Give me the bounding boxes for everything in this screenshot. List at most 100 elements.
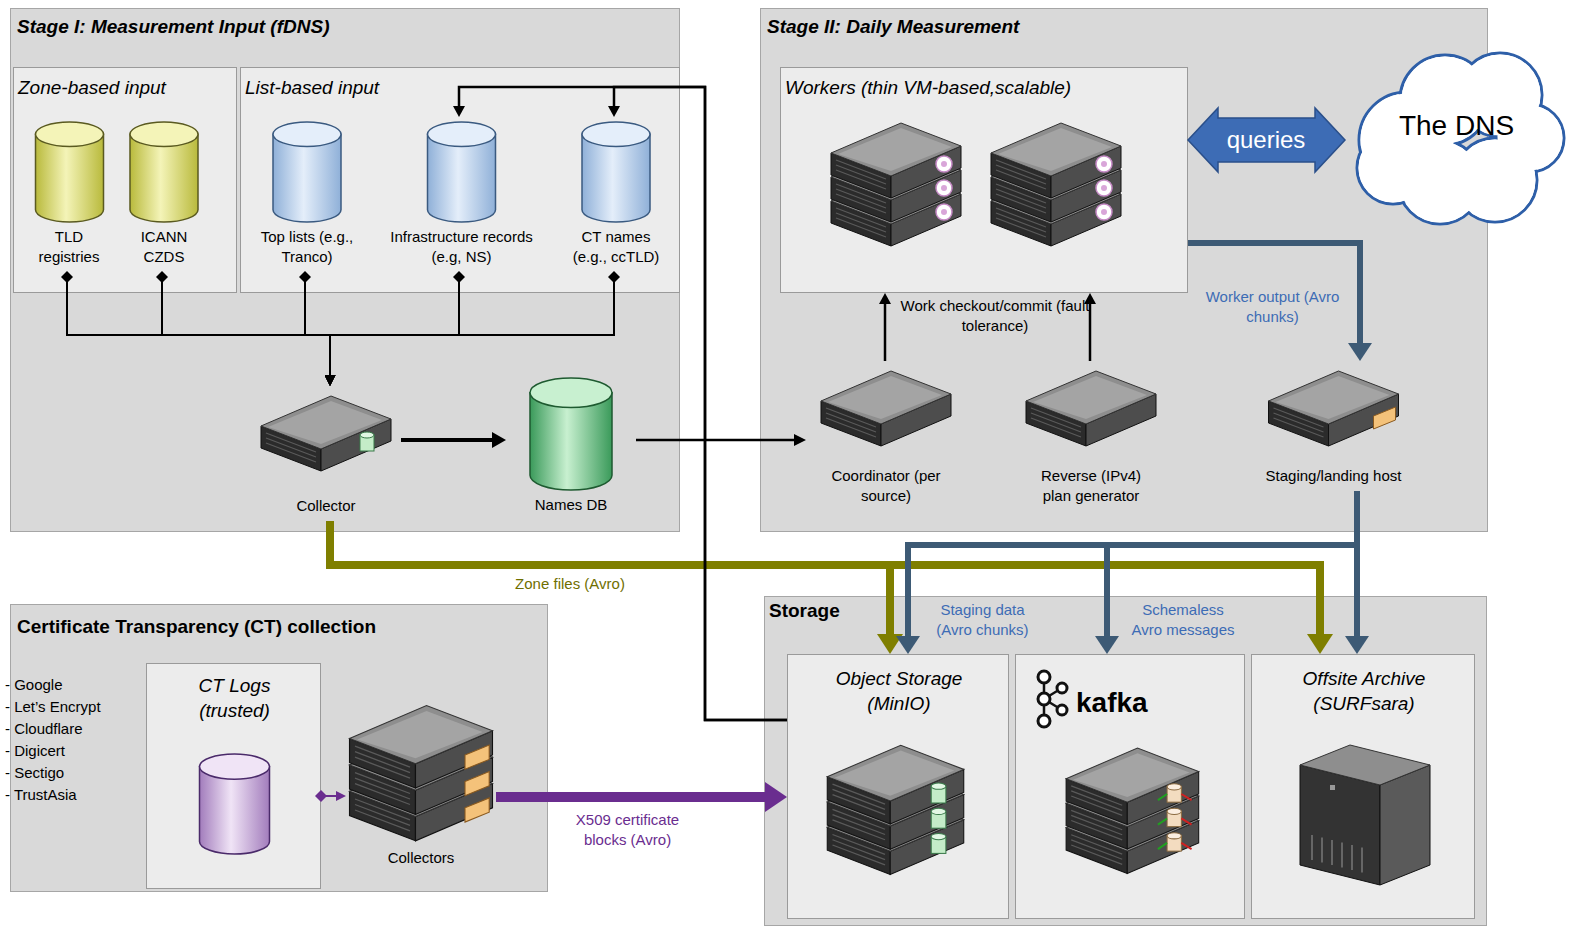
edge-label: Staging data (Avro chunks) xyxy=(925,600,1040,639)
node-text-wrap: The DNS xyxy=(1345,108,1568,144)
group-box: Object Storage (MinIO) xyxy=(787,654,1009,919)
server-node: Reverse (IPv4) plan generator xyxy=(1016,361,1166,516)
edge-label: X509 certificate blocks (Avro) xyxy=(565,810,690,849)
ct-log-name: - Sectigo xyxy=(5,763,125,783)
edge-label-wrap: queries xyxy=(1217,124,1315,155)
node-text: TLD registries xyxy=(34,227,104,266)
node-text: Certificate Transparency (CT) collection xyxy=(17,615,537,640)
node-text-wrap: Offsite Archive (SURFsara) xyxy=(1272,667,1456,716)
connector xyxy=(1188,243,1360,343)
illustration xyxy=(147,664,322,890)
node-text: The DNS xyxy=(1345,108,1568,144)
node-text-wrap: kafka xyxy=(1076,685,1226,721)
node-text: Staging/landing host xyxy=(1241,466,1426,486)
cloud-node: The DNS xyxy=(1345,40,1568,230)
node-text-wrap: List-based input xyxy=(245,76,445,101)
edge-label-wrap: Schemaless Avro messages xyxy=(1128,600,1238,639)
connector xyxy=(330,277,459,375)
stage-panel: Stage II: Daily MeasurementWorkers (thin… xyxy=(760,8,1488,532)
edge-label-wrap: X509 certificate blocks (Avro) xyxy=(565,810,690,849)
ct-log-name-wrap: - Cloudflare xyxy=(5,719,125,739)
group-box: Workers (thin VM-based,scalable) xyxy=(780,67,1188,293)
node-text: List-based input xyxy=(245,76,445,101)
group-box: List-based inputTop lists (e.g., Tranco)… xyxy=(240,67,680,293)
ct-log-name-wrap: - Let’s Encrypt xyxy=(5,697,125,717)
node-text: Stage I: Measurement Input (fDNS) xyxy=(17,15,617,40)
server-node: Collectors xyxy=(346,696,496,876)
annotation-wrap: Work checkout/commit (fault tolerance) xyxy=(895,296,1095,335)
node-text: Workers (thin VM-based,scalable) xyxy=(785,76,1180,101)
ct-log-name-wrap: - Sectigo xyxy=(5,763,125,783)
query-arrow xyxy=(1188,108,1345,172)
ct-log-name-wrap: - TrustAsia xyxy=(5,785,125,805)
illustration xyxy=(374,117,549,227)
database-node: ICANN CZDS xyxy=(124,117,204,277)
connector xyxy=(330,521,890,634)
group-box: Zone-based inputTLD registries ICANN CZDS xyxy=(13,67,237,293)
ct-log-name-wrap: - Google xyxy=(5,675,125,695)
node-text-wrap: Stage II: Daily Measurement xyxy=(767,15,1367,40)
connector xyxy=(459,87,787,720)
node-text-wrap: Storage xyxy=(769,599,919,624)
node-text: Collectors xyxy=(346,848,496,868)
connector xyxy=(305,277,330,375)
illustration xyxy=(1241,361,1426,451)
node-text-wrap: ICANN CZDS xyxy=(132,227,196,266)
node-text: Collector xyxy=(251,496,401,516)
ct-log-name: - TrustAsia xyxy=(5,785,125,805)
node-text: Infrastructure records (e.g, NS) xyxy=(376,227,547,266)
connector xyxy=(884,304,887,361)
edge-label-wrap: Zone files (Avro) xyxy=(500,574,640,594)
node-text: Names DB xyxy=(506,495,636,515)
connector xyxy=(496,792,765,802)
node-text-wrap: Workers (thin VM-based,scalable) xyxy=(785,76,1180,101)
connector xyxy=(162,277,330,375)
ct-log-name: - Cloudflare xyxy=(5,719,125,739)
illustration xyxy=(806,361,966,451)
server-node: Collector xyxy=(251,386,401,521)
annotation: Work checkout/commit (fault tolerance) xyxy=(895,296,1095,335)
node-text-wrap: Zone-based input xyxy=(18,76,233,101)
database-node: TLD registries xyxy=(22,117,117,277)
connector xyxy=(636,439,794,442)
node-text: Top lists (e.g., Tranco) xyxy=(259,227,355,266)
node-text: CT Logs (trusted) xyxy=(177,674,292,723)
node-text-wrap: Coordinator (per source) xyxy=(828,466,944,505)
node-text-wrap: Object Storage (MinIO) xyxy=(824,667,974,716)
database-node: Infrastructure records (e.g, NS) xyxy=(374,117,549,277)
server-node: Staging/landing host xyxy=(1241,361,1426,491)
stage-panel: Stage I: Measurement Input (fDNS) Zone-ba… xyxy=(10,8,680,532)
ct-log-name-wrap: - Digicert xyxy=(5,741,125,761)
node-text-wrap: CT names (e.g., ccTLD) xyxy=(568,227,664,266)
stage-panel: Certificate Transparency (CT) collection… xyxy=(10,604,548,892)
ct-log-name: - Digicert xyxy=(5,741,125,761)
edge-label: queries xyxy=(1217,124,1315,155)
illustration xyxy=(1016,361,1166,451)
node-text: Storage xyxy=(769,599,919,624)
node-text: ICANN CZDS xyxy=(132,227,196,266)
illustration xyxy=(242,117,372,227)
ct-log-name: - Let’s Encrypt xyxy=(5,697,125,717)
node-text: Offsite Archive (SURFsara) xyxy=(1272,667,1456,716)
connector xyxy=(1354,491,1360,636)
connector xyxy=(614,87,787,720)
database-node: Top lists (e.g., Tranco) xyxy=(242,117,372,277)
illustration xyxy=(22,117,117,227)
illustration xyxy=(251,386,401,476)
group-box: Offsite Archive (SURFsara) xyxy=(1251,654,1475,919)
node-text-wrap: Reverse (IPv4) plan generator xyxy=(1031,466,1151,505)
database-node: Names DB xyxy=(506,373,636,521)
illustration xyxy=(346,696,496,846)
node-text: Stage II: Daily Measurement xyxy=(767,15,1367,40)
node-text: CT names (e.g., ccTLD) xyxy=(568,227,664,266)
database-node: CT names (e.g., ccTLD) xyxy=(552,117,680,277)
node-text-wrap: Stage I: Measurement Input (fDNS) xyxy=(17,15,617,40)
group-box: CT Logs (trusted) xyxy=(146,663,321,889)
node-text: Reverse (IPv4) plan generator xyxy=(1031,466,1151,505)
node-text: kafka xyxy=(1076,685,1226,721)
connector xyxy=(401,438,492,442)
group-box: kafka xyxy=(1015,654,1245,919)
node-text-wrap: Certificate Transparency (CT) collection xyxy=(17,615,537,640)
